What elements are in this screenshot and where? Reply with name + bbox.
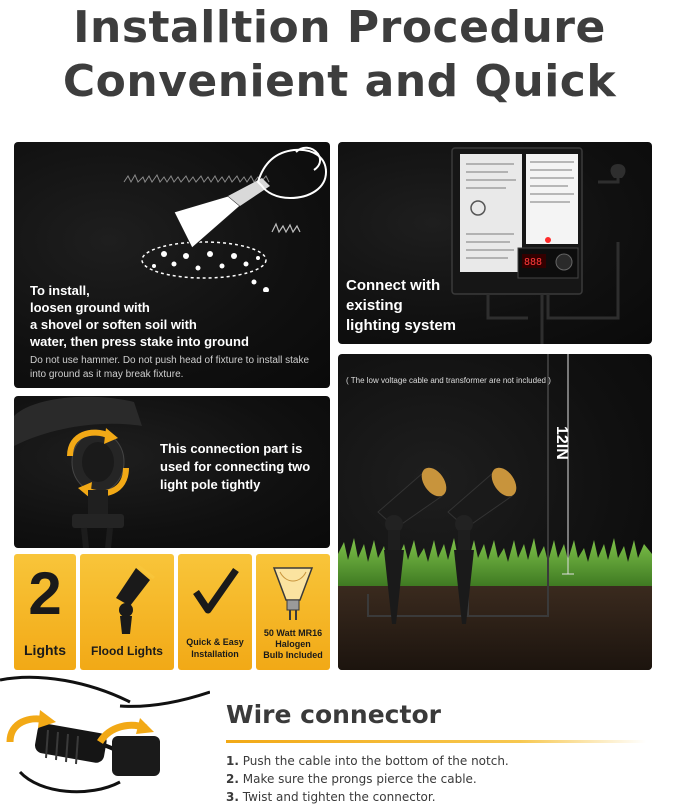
- flood-lights-label: Flood Lights: [91, 644, 163, 658]
- easy-install-label: Quick & Easy Installation: [178, 636, 252, 660]
- connect-line-2: existing: [346, 297, 403, 314]
- install-instructions: To install, loosen ground with a shovel …: [30, 282, 249, 350]
- list-item: 2. Make sure the prongs pierce the cable…: [226, 770, 509, 788]
- lights-scene-illustration: [338, 354, 652, 670]
- page-title-line-1: Installtion Procedure: [73, 2, 606, 53]
- easy-install-line-2: Installation: [191, 649, 239, 659]
- connect-caption: Connect with existing lighting system: [346, 276, 456, 336]
- bulb-label-line-2: Halogen: [275, 639, 311, 649]
- light-count-number: 2: [28, 560, 62, 627]
- bulb-label-line-1: 50 Watt MR16: [263, 628, 323, 638]
- wire-title-underline: [226, 740, 646, 743]
- install-warning: Do not use hammer. Do not push head of f…: [30, 354, 309, 382]
- bulb-icon: [272, 567, 314, 620]
- install-line-4: water, then press stake into ground: [30, 334, 249, 349]
- lights-scene-panel: ( The low voltage cable and transformer …: [338, 354, 652, 670]
- connection-line-2: used for connecting two: [160, 459, 311, 474]
- shovel-illustration: [123, 146, 328, 292]
- cable-not-included-note: ( The low voltage cable and transformer …: [346, 376, 551, 385]
- easy-install-line-1: Quick & Easy: [186, 637, 244, 647]
- list-item: 3. Twist and tighten the connector.: [226, 788, 509, 806]
- install-warning-line-2: into ground as it may break fixture.: [30, 369, 184, 380]
- wire-connector-illustration: [0, 675, 210, 794]
- feature-bulb-included: 50 Watt MR16 Halogen Bulb Included: [256, 554, 330, 670]
- step-number: 1.: [226, 754, 239, 768]
- step-text: Twist and tighten the connector.: [242, 790, 436, 804]
- cable-length-label: 12IN: [553, 426, 570, 460]
- transformer-panel: 888 Connect with existing lighting syste…: [338, 142, 652, 344]
- connection-joint-illustration: [14, 396, 142, 548]
- bulb-label-line-3: Bulb Included: [263, 650, 323, 660]
- checkmark-icon: [193, 567, 239, 614]
- connection-caption: This connection part is used for connect…: [160, 440, 310, 494]
- install-warning-line-1: Do not use hammer. Do not push head of f…: [30, 355, 310, 366]
- connect-line-3: lighting system: [346, 317, 457, 334]
- wire-steps-list: 1. Push the cable into the bottom of the…: [226, 752, 509, 806]
- connection-part-panel: This connection part is used for connect…: [14, 396, 330, 548]
- connection-line-3: light pole tightly: [160, 477, 261, 492]
- svg-text:888: 888: [524, 257, 542, 268]
- connection-line-1: This connection part is: [160, 441, 303, 456]
- flood-light-icon: [116, 564, 155, 634]
- feature-easy-install: Quick & Easy Installation: [178, 554, 252, 670]
- bulb-included-label: 50 Watt MR16 Halogen Bulb Included: [256, 628, 330, 661]
- step-text: Make sure the prongs pierce the cable.: [242, 772, 477, 786]
- transformer-illustration: 888: [451, 147, 626, 344]
- list-item: 1. Push the cable into the bottom of the…: [226, 752, 509, 770]
- install-line-3: a shovel or soften soil with: [30, 317, 197, 332]
- feature-flood-lights: Flood Lights: [80, 554, 174, 670]
- step-number: 2.: [226, 772, 239, 786]
- install-panel: To install, loosen ground with a shovel …: [14, 142, 330, 388]
- spotlight-right: [447, 467, 517, 624]
- feature-light-count: 2 Lights: [14, 554, 76, 670]
- step-number: 3.: [226, 790, 239, 804]
- wire-connector-title: Wire connector: [226, 700, 441, 729]
- connect-line-1: Connect with: [346, 277, 441, 294]
- step-text: Push the cable into the bottom of the no…: [242, 754, 509, 768]
- spotlight-left: [377, 467, 447, 624]
- install-line-2: loosen ground with: [30, 300, 150, 315]
- light-count-label: Lights: [24, 642, 66, 658]
- install-line-1: To install,: [30, 283, 90, 298]
- page-title-line-2: Convenient and Quick: [62, 56, 617, 107]
